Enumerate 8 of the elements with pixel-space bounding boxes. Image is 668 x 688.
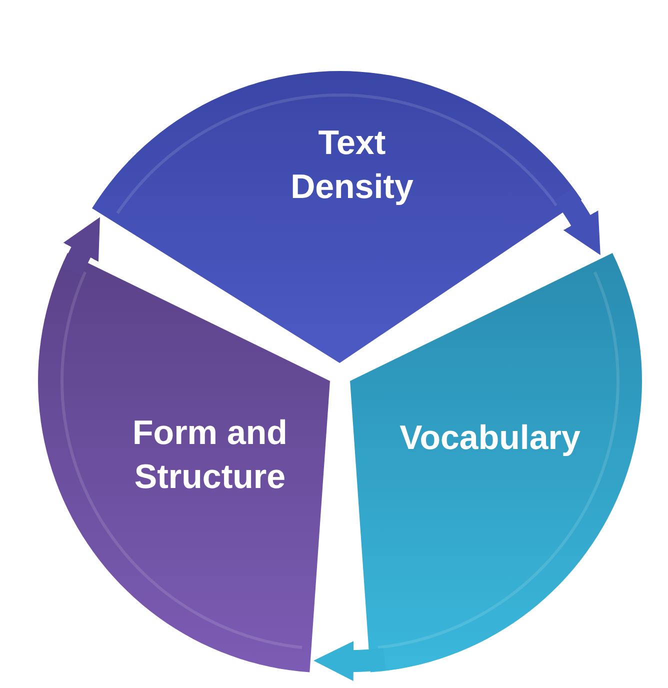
segment-label: Text Density [290, 122, 414, 208]
cycle-arrow [62, 217, 100, 278]
cycle-segment [92, 71, 582, 363]
cycle-segment [38, 252, 330, 672]
segment-label: Form and Structure [132, 412, 288, 498]
cycle-segment [350, 252, 642, 672]
cycle-arrow [554, 187, 600, 256]
segment-label: Vocabulary [398, 418, 582, 459]
